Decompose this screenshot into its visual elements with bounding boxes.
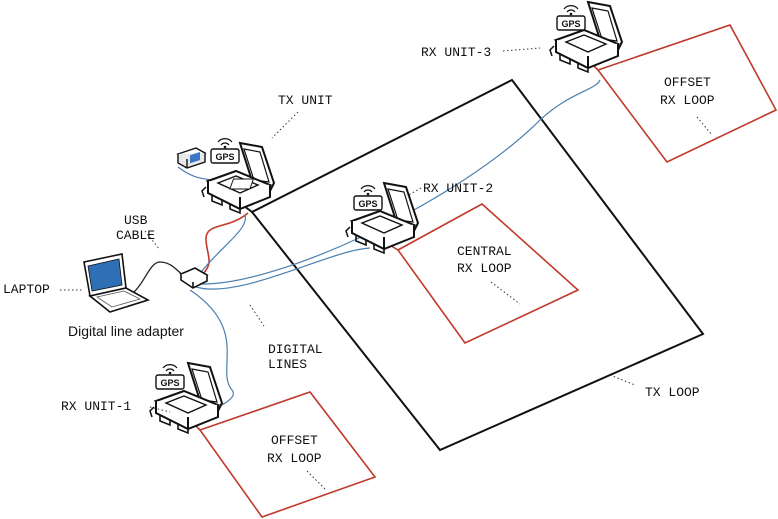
tx-loop bbox=[250, 78, 705, 452]
rx-unit-1-label: RX UNIT-1 bbox=[61, 399, 131, 414]
digital-line-adapter-label: Digital line adapter bbox=[68, 323, 184, 339]
laptop-icon bbox=[83, 253, 151, 313]
rx-unit-3-label: RX UNIT-3 bbox=[421, 45, 491, 60]
gps-antenna-icon: GPS bbox=[556, 4, 586, 31]
offset-rx-loop-top-label-line1: OFFSET bbox=[664, 75, 711, 90]
digital-lines bbox=[177, 79, 601, 419]
usb-cable-label-line2: CABLE bbox=[116, 228, 155, 243]
digital-lines-label-line1: DIGITAL bbox=[268, 342, 323, 357]
central-rx-loop-label-line1: CENTRAL bbox=[457, 244, 512, 259]
usb-cable bbox=[133, 261, 185, 293]
offset-rx-loop-bottom bbox=[198, 391, 377, 518]
rx-unit-2-icon bbox=[345, 182, 419, 254]
rx-unit-3-icon bbox=[549, 1, 623, 73]
svg-text:GPS: GPS bbox=[561, 19, 580, 29]
svg-text:GPS: GPS bbox=[215, 152, 234, 162]
tx-loop-label: TX LOOP bbox=[645, 385, 700, 400]
offset-rx-loop-top bbox=[596, 24, 778, 164]
offset-rx-loop-bottom-label-line2: RX LOOP bbox=[267, 451, 322, 466]
offset-rx-loop-top-label-line2: RX LOOP bbox=[660, 93, 715, 108]
rx-unit-1-icon bbox=[149, 362, 223, 434]
usb-cable-label-line1: USB bbox=[124, 213, 148, 228]
digital-lines-label-line2: LINES bbox=[268, 357, 307, 372]
gps-antenna-icon: GPS bbox=[210, 137, 240, 164]
laptop-label: LAPTOP bbox=[3, 282, 50, 297]
rx-unit-2-label: RX UNIT-2 bbox=[423, 181, 493, 196]
svg-text:GPS: GPS bbox=[358, 199, 377, 209]
gps-antenna-icon: GPS bbox=[353, 184, 383, 211]
leader-lines bbox=[60, 47, 713, 490]
battery-icon bbox=[176, 147, 207, 169]
adapter-icon bbox=[179, 267, 209, 289]
tx-unit-icon bbox=[201, 142, 275, 214]
central-rx-loop-label-line2: RX LOOP bbox=[457, 261, 512, 276]
gps-antenna-icon: GPS bbox=[155, 363, 185, 390]
tx-cable bbox=[202, 212, 249, 275]
offset-rx-loop-bottom-label-line1: OFFSET bbox=[271, 433, 318, 448]
central-rx-loop bbox=[396, 203, 580, 345]
tx-unit-label: TX UNIT bbox=[278, 93, 333, 108]
svg-text:GPS: GPS bbox=[160, 378, 179, 388]
